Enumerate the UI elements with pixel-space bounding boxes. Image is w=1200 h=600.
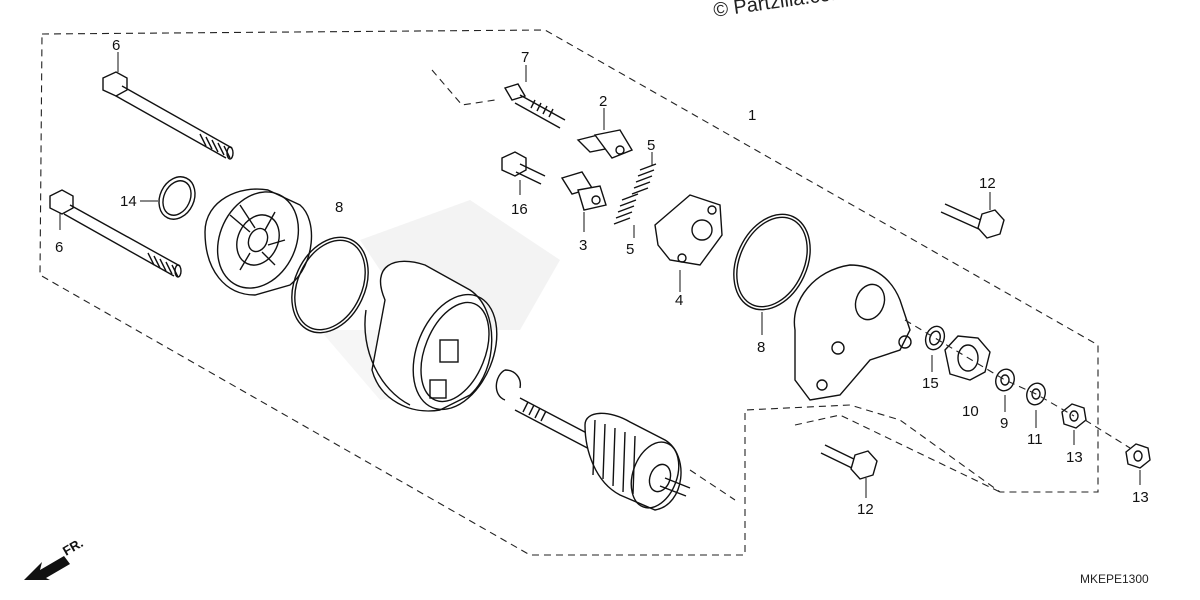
nut-13-lower [1125,443,1151,485]
nut-13-upper [1061,403,1087,445]
callout-13-lower: 13 [1132,489,1149,506]
rear-cover [204,188,313,296]
washer-11 [1026,382,1046,428]
mounting-bolt-12-upper [940,192,1005,239]
callout-8-left: 8 [335,199,343,216]
callout-12-upper: 12 [979,175,996,192]
diagram-code: MKEPE1300 [1080,572,1149,586]
callout-8-right: 8 [757,339,765,356]
callout-16: 16 [511,201,528,218]
through-bolt-lower [49,189,182,278]
spring-5-lower [613,193,639,238]
callout-labels: 1 2 3 4 5 5 6 6 7 8 8 9 10 11 12 12 13 1… [55,37,1149,518]
armature [514,397,691,511]
washer-9 [995,368,1015,412]
callout-10: 10 [962,403,979,420]
mounting-bolt-12-lower [820,444,878,498]
callout-12-lower: 12 [857,501,874,518]
brush-clip [495,369,522,401]
callout-13-upper: 13 [1066,449,1083,466]
callout-11: 11 [1027,431,1043,448]
through-bolt-upper [102,52,234,160]
washer-15 [924,325,946,372]
callout-4: 4 [675,292,683,309]
callout-5-lower: 5 [626,241,634,258]
spring-5-upper [631,152,657,195]
screw-7 [503,65,566,129]
front-label: FR. [60,535,86,558]
arrow-icon [24,556,70,580]
callout-3: 3 [579,237,587,254]
brush-3 [560,171,607,232]
callout-5-upper: 5 [647,137,655,154]
o-ring-14 [140,176,196,220]
o-ring-8-left [291,236,369,334]
motor-yoke [364,260,498,412]
callout-1: 1 [748,107,756,124]
callout-9: 9 [1000,415,1008,432]
brush-holder-4 [654,194,723,292]
callout-6-lower: 6 [55,239,63,256]
assembly-outline [39,29,1099,556]
assembly-axis [689,319,1131,501]
terminal-bolt-16 [501,151,546,195]
o-ring-8-right [733,213,811,335]
front-direction-arrow: FR. [24,535,86,580]
callout-2: 2 [599,93,607,110]
callout-15: 15 [922,375,939,392]
callout-7: 7 [521,49,529,66]
callout-6-upper: 6 [112,37,120,54]
front-cover [793,264,912,401]
callout-14: 14 [120,193,137,210]
brush-2 [576,108,634,159]
